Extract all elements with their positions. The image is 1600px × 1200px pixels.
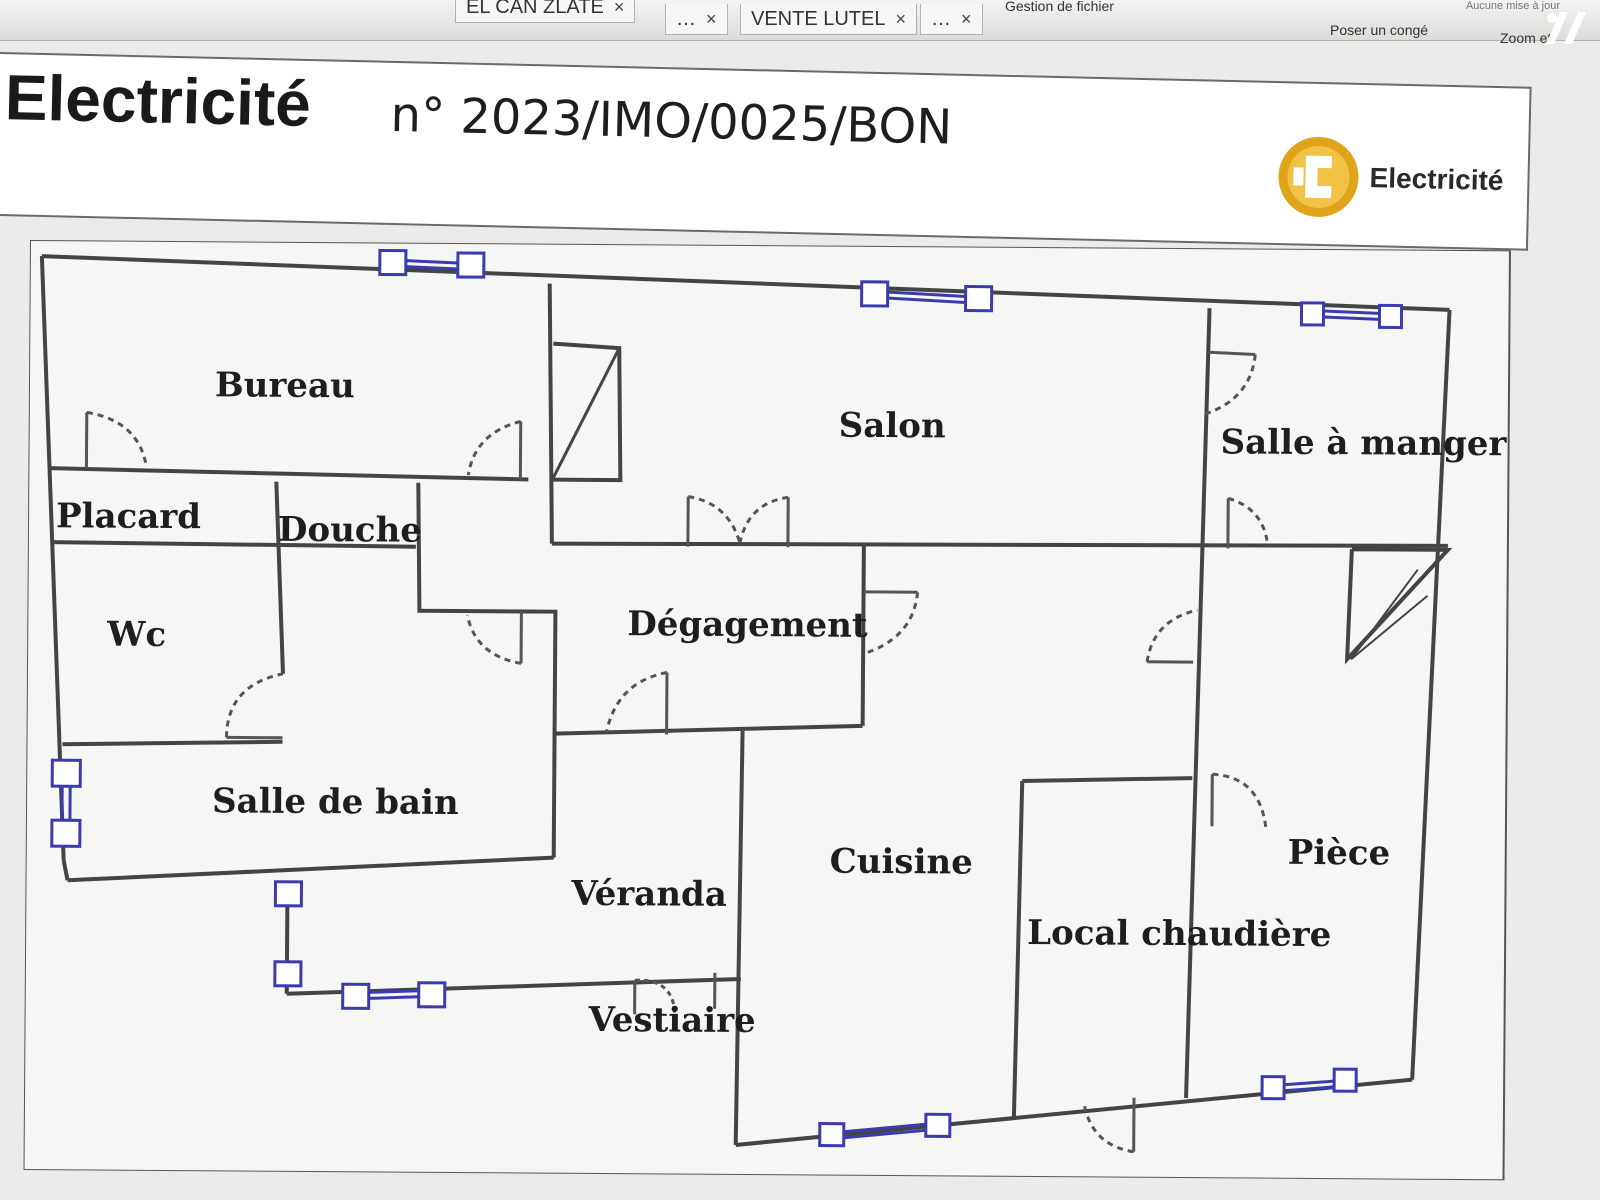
room-salle-a-manger: Salle à manger — [1220, 422, 1507, 465]
room-douche: Douche — [277, 509, 423, 551]
floor-plan-drawing — [23, 240, 1511, 1181]
tab-label: VENTE LUTEL — [751, 7, 886, 30]
watermark-logo-icon — [1546, 12, 1586, 44]
electricity-logo-icon — [1278, 136, 1359, 217]
windows — [50, 248, 1404, 1148]
tab-ellipsis-2[interactable]: … × — [920, 4, 983, 35]
room-placard: Placard — [55, 496, 202, 538]
room-vestiaire: Vestiaire — [588, 999, 756, 1042]
room-veranda: Véranda — [571, 873, 727, 915]
leave-request-button[interactable]: Poser un congé — [1330, 22, 1429, 38]
tab-ellipsis-1[interactable]: … × — [665, 4, 728, 35]
tab-label: EL CAN ZLATE — [466, 0, 604, 18]
status-note: Aucune mise à jour — [1465, 0, 1560, 12]
page-title: Electricité — [4, 61, 312, 141]
room-salon: Salon — [838, 405, 946, 447]
brand: Electricité — [1275, 133, 1505, 224]
doors — [84, 350, 1270, 1154]
room-bureau: Bureau — [214, 365, 355, 407]
close-icon[interactable]: × — [895, 8, 906, 29]
room-wc: Wc — [107, 614, 167, 655]
file-management-button[interactable]: Gestion de fichier — [1005, 0, 1114, 14]
tab-el-can-zlate[interactable]: EL CAN ZLATE × — [455, 0, 636, 23]
tab-label: … — [676, 7, 696, 30]
brand-label: Electricité — [1369, 162, 1504, 197]
tab-label: … — [931, 7, 951, 30]
close-icon[interactable]: × — [613, 0, 625, 17]
tab-vente-lutel[interactable]: VENTE LUTEL × — [740, 4, 917, 35]
room-salle-de-bain: Salle de bain — [211, 781, 459, 824]
close-icon[interactable]: × — [706, 8, 717, 29]
report-number: n° 2023/IMO/0025/BON — [390, 86, 953, 156]
room-piece: Pièce — [1287, 832, 1391, 874]
room-degagement: Dégagement — [627, 604, 868, 646]
close-icon[interactable]: × — [961, 8, 972, 29]
room-cuisine: Cuisine — [829, 841, 973, 883]
floor-plan: Bureau Salon Salle à manger Placard Douc… — [23, 240, 1550, 1181]
zoom-button[interactable]: Zoom et — [1500, 30, 1552, 46]
room-local-chaudiere: Local chaudière — [1027, 912, 1332, 956]
app-toolbar: EL CAN ZLATE × … × VENTE LUTEL × … × Ges… — [0, 0, 1600, 46]
document-header: Electricité n° 2023/IMO/0025/BON Electri… — [0, 52, 1532, 251]
